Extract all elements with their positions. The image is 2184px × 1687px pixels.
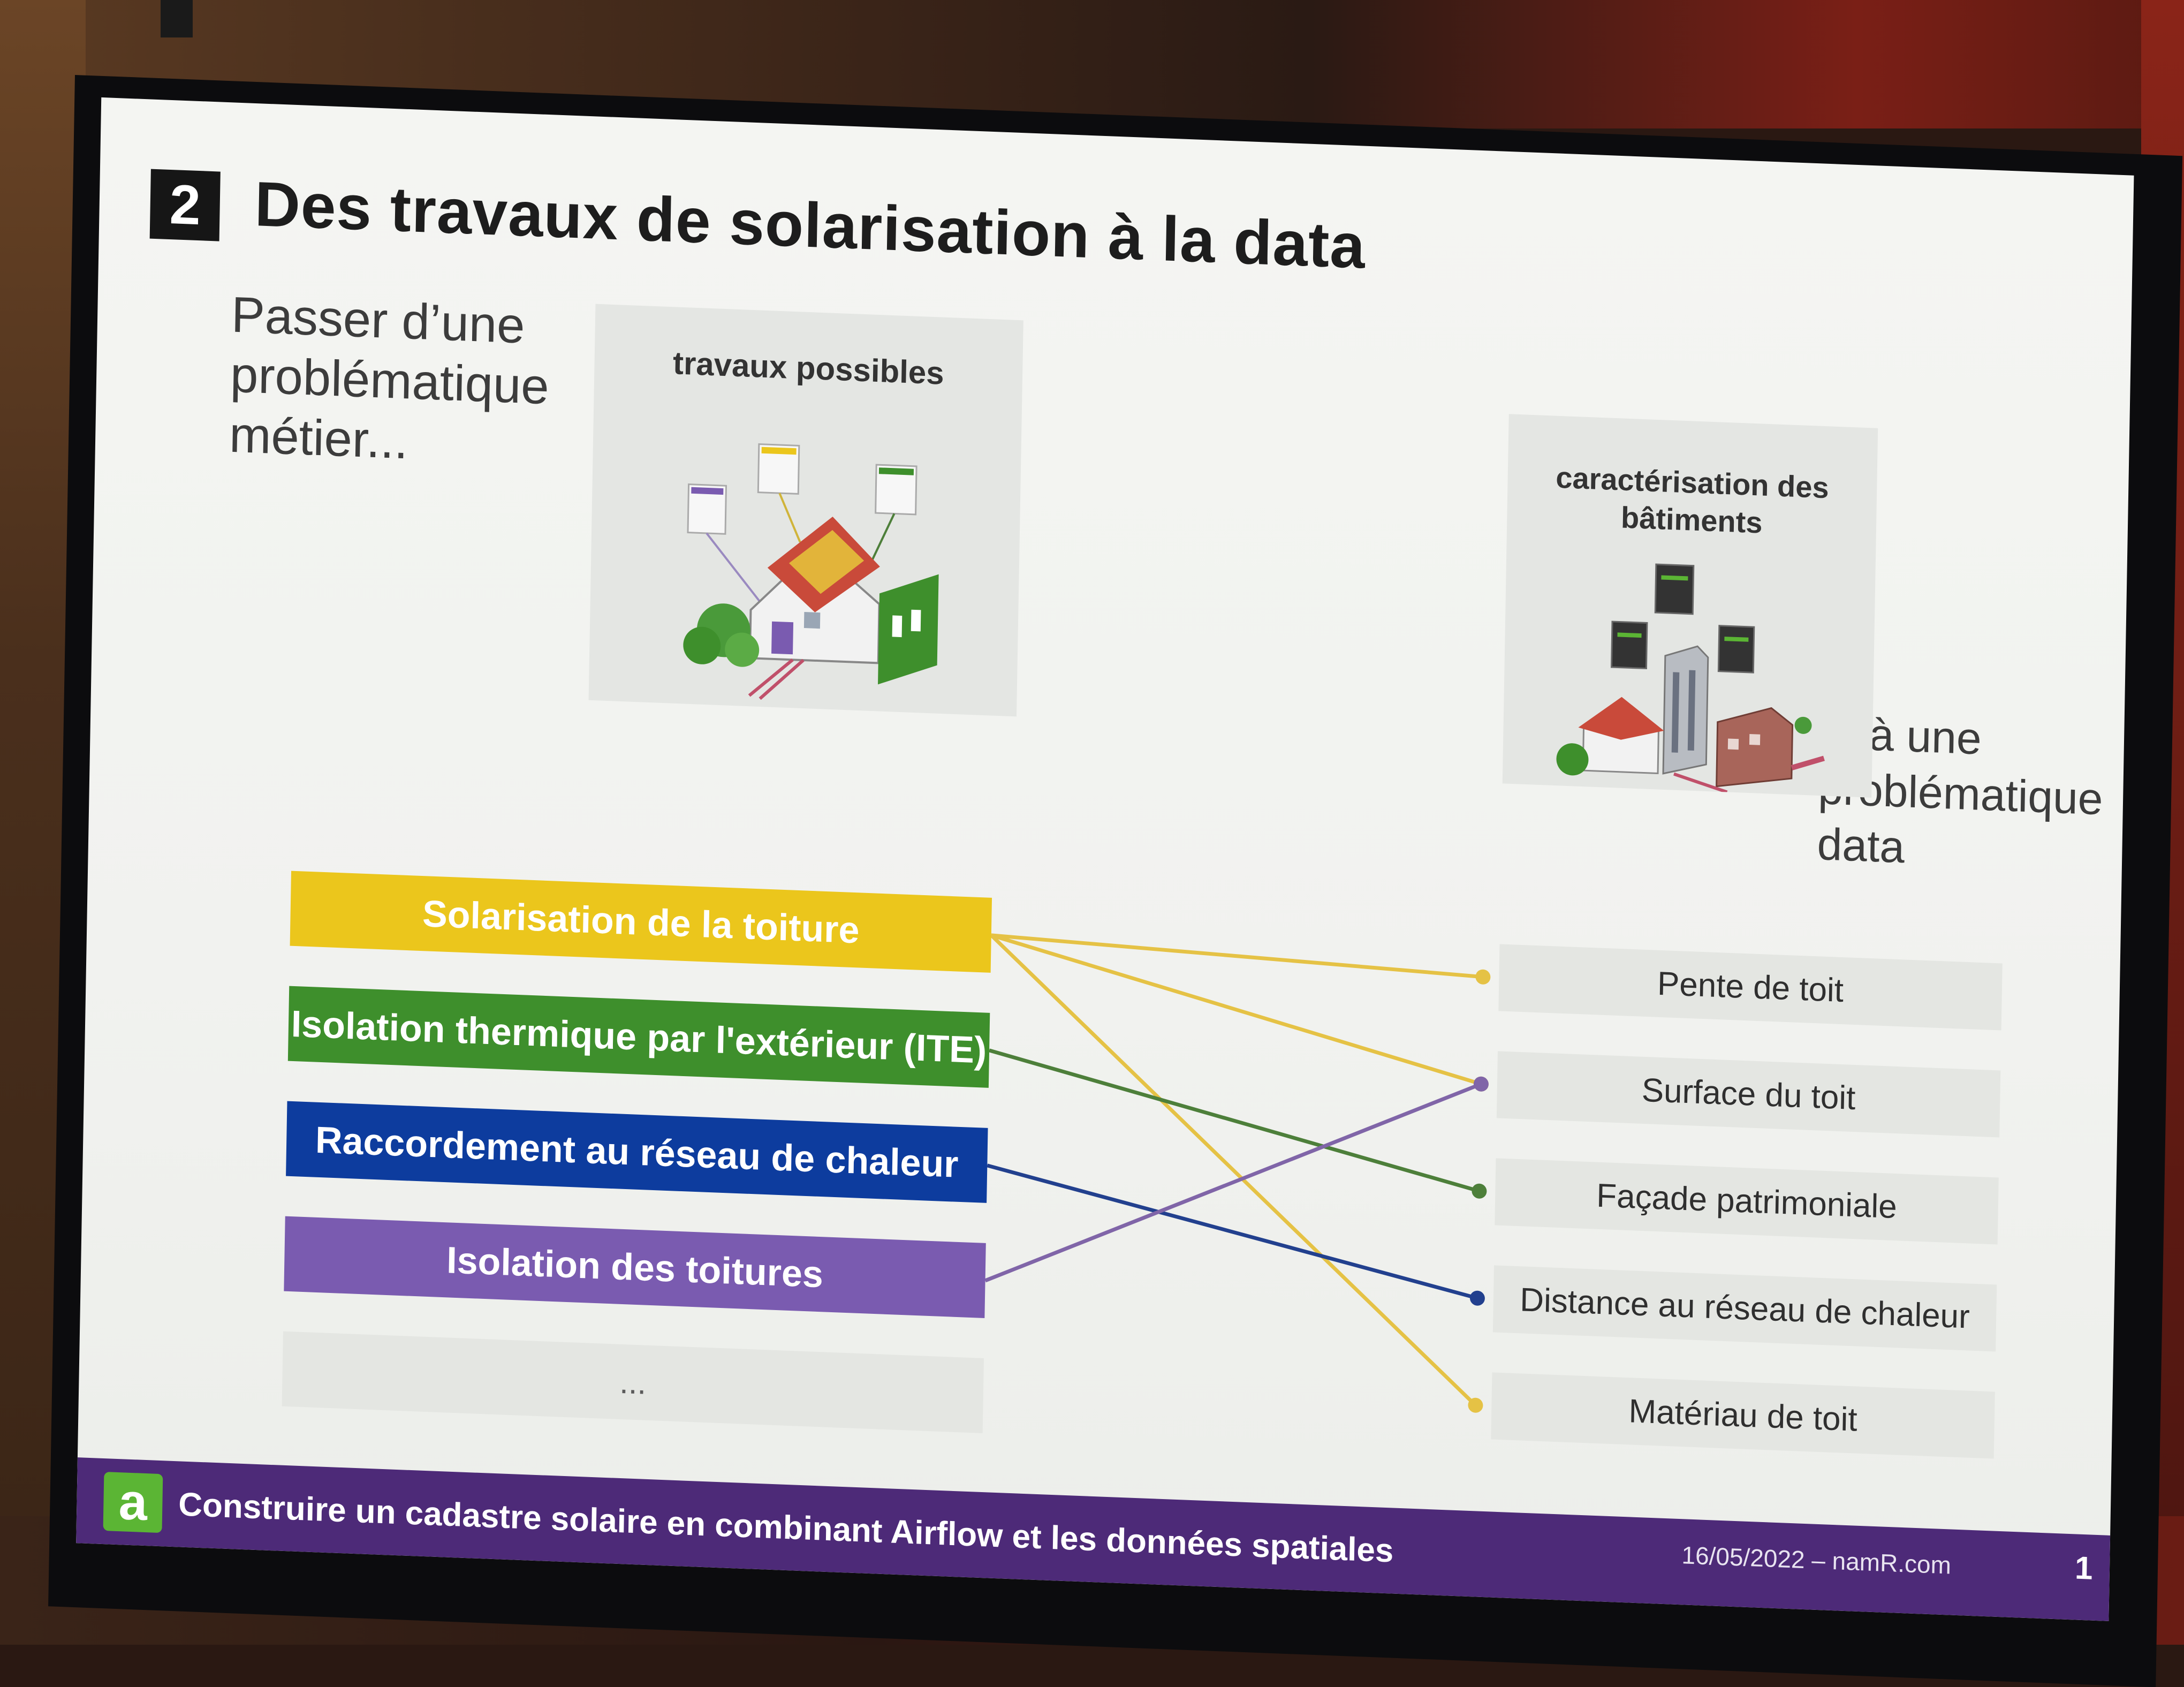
connection-line	[990, 933, 1482, 1086]
heat-pipes	[748, 658, 805, 700]
house-illustration	[683, 443, 939, 700]
connection-endpoint-dot	[1475, 969, 1491, 985]
city-illustration	[1556, 563, 1825, 794]
green-facade-panel	[878, 574, 939, 685]
connection-lines	[984, 933, 1491, 1413]
callout-cards	[687, 443, 917, 611]
house-shape	[748, 516, 881, 664]
work-item-label: Raccordement au réseau de chaleur	[315, 1118, 959, 1185]
display-screen: 2 Des travaux de solarisation à la data …	[48, 75, 2183, 1687]
connection-endpoint-dot	[1472, 1183, 1487, 1199]
tree-shape	[683, 603, 760, 667]
page-number: 1	[2074, 1549, 2094, 1586]
connection-endpoint-dot	[1468, 1397, 1483, 1413]
connection-line	[984, 1082, 1482, 1283]
footer-date-site: 16/05/2022 – namR.com	[1681, 1541, 1952, 1579]
work-item-label: Isolation des toitures	[446, 1239, 824, 1296]
tower-building	[1662, 645, 1709, 775]
work-item-label: Isolation thermique par l'extérieur (ITE…	[291, 1002, 987, 1071]
data-markers	[1610, 563, 1755, 674]
connection-line	[990, 934, 1477, 1407]
brick-building	[1716, 707, 1812, 788]
connection-line	[991, 933, 1483, 979]
connection-endpoint-dot	[1473, 1076, 1489, 1092]
presentation-slide: 2 Des travaux de solarisation à la data …	[76, 97, 2134, 1621]
city-pipes	[1673, 755, 1825, 794]
brand-logo: a	[103, 1472, 163, 1533]
buildings-illustration-panel: caractérisation des bâtiments	[1502, 414, 1878, 798]
work-item-label: Solarisation de la toiture	[422, 892, 860, 951]
connection-endpoint-dot	[1469, 1290, 1485, 1306]
works-illustration-panel: travaux possibles	[588, 304, 1023, 717]
connection-line	[989, 1048, 1480, 1193]
small-house	[1556, 697, 1664, 776]
connection-line	[987, 1163, 1478, 1300]
screen-mount	[161, 0, 193, 37]
